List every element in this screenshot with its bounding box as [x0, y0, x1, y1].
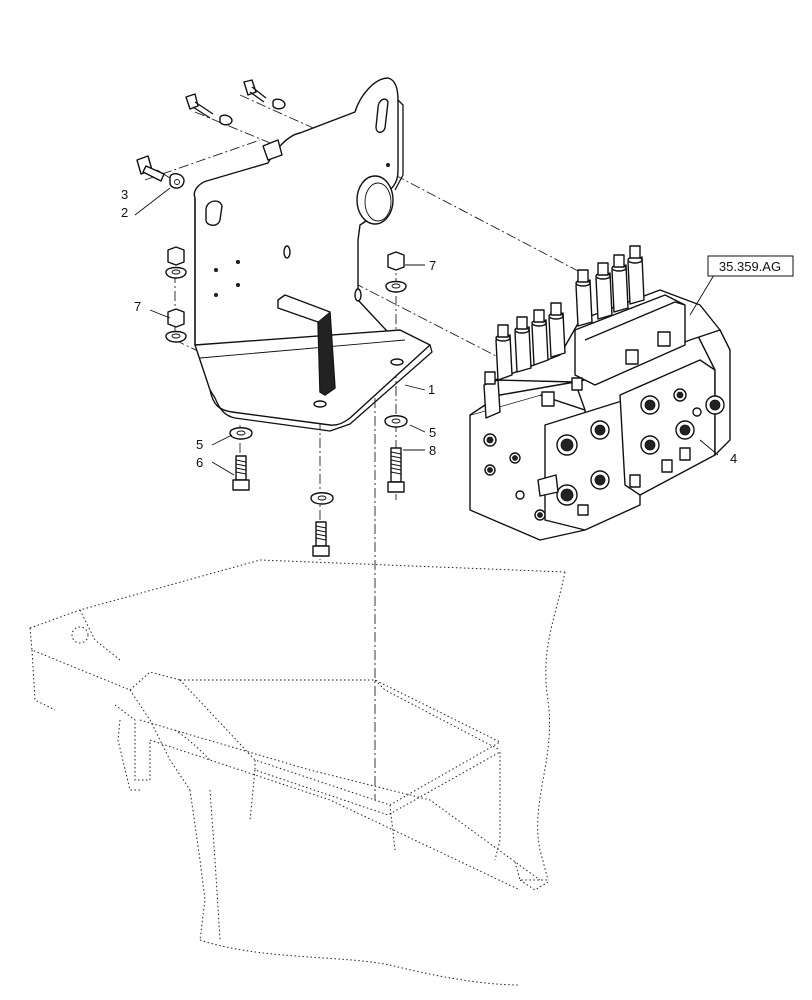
callout-8: 8 [429, 443, 436, 458]
callout-labels: 1 2 3 4 5 5 6 7 7 8 [121, 187, 737, 470]
solenoid-row-upper [575, 245, 645, 327]
section-reference-label: 35.359.AG [719, 259, 781, 274]
hardware-lower-bolts [229, 415, 408, 557]
hardware-upper-bolts [136, 79, 286, 189]
callout-5-right: 5 [429, 425, 436, 440]
callout-1: 1 [428, 382, 435, 397]
solenoid-row-lower [495, 302, 566, 381]
control-valve-assembly [469, 245, 731, 541]
leader-lines [134, 169, 719, 476]
vehicle-frame-phantom [29, 559, 566, 986]
callout-3: 3 [121, 187, 128, 202]
mounting-bracket [193, 77, 433, 432]
hardware-nuts-washers-left [165, 246, 187, 343]
callout-7-right: 7 [429, 258, 436, 273]
callout-5-left: 5 [196, 437, 203, 452]
callout-4: 4 [730, 451, 737, 466]
callout-2: 2 [121, 205, 128, 220]
callout-6: 6 [196, 455, 203, 470]
callout-7-left: 7 [134, 299, 141, 314]
hardware-nut-washer-right [385, 251, 407, 293]
section-reference-box[interactable]: 35.359.AG [707, 255, 794, 277]
